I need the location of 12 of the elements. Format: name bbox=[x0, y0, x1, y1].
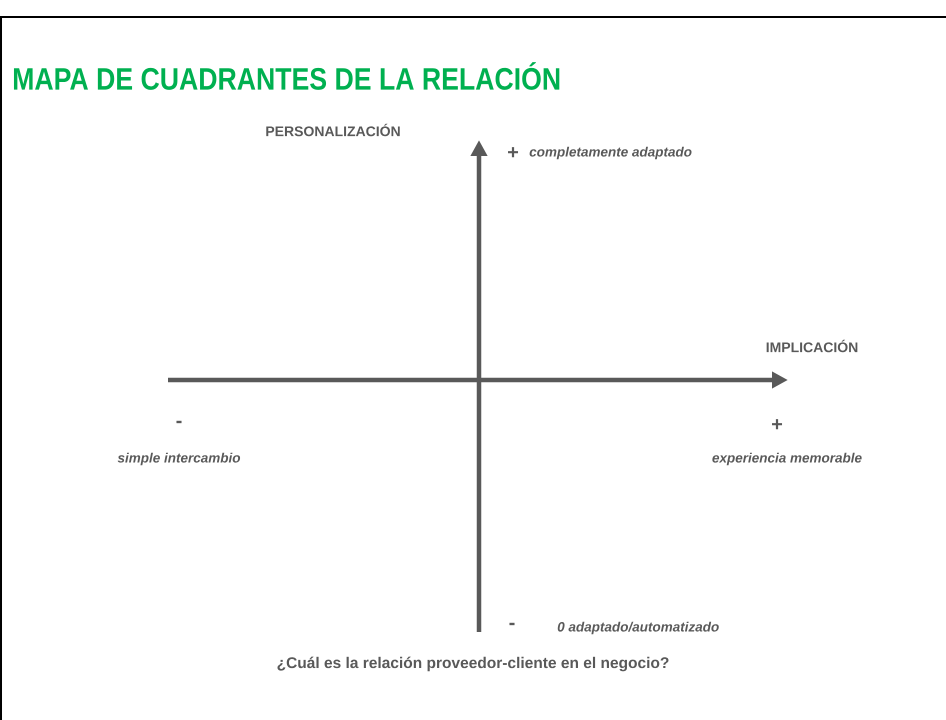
scale-label: experiencia memorable bbox=[712, 452, 862, 466]
axis-title: PERSONALIZACIÓN bbox=[266, 124, 400, 136]
caption: ¿Cuál es la relación proveedor-cliente en el negocio? bbox=[277, 656, 668, 672]
title: MAPA DE CUADRANTES DE LA RELACIÓN bbox=[14, 62, 560, 90]
scale-label: completamente adaptado bbox=[530, 146, 692, 160]
sign: + bbox=[772, 419, 782, 430]
axis-title: IMPLICACIÓN bbox=[766, 340, 858, 352]
scale-label: simple intercambio bbox=[118, 452, 240, 466]
scale-label: 0 adaptado/automatizado bbox=[558, 622, 719, 634]
sign: - bbox=[176, 420, 182, 424]
sign: + bbox=[508, 147, 518, 158]
sign: - bbox=[509, 622, 515, 626]
